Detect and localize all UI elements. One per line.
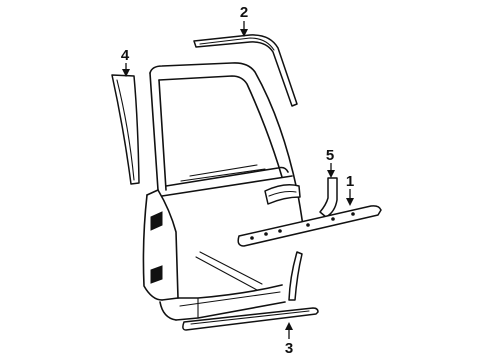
callout-4: 4 xyxy=(121,47,130,64)
callout-3: 3 xyxy=(285,340,293,357)
callout-5: 5 xyxy=(326,147,334,164)
part-1-side-molding xyxy=(237,205,382,247)
callout-leaders xyxy=(122,21,354,339)
door-shell xyxy=(142,62,304,321)
part-2-frame-molding xyxy=(193,34,298,107)
part-5-lower-molding xyxy=(288,177,338,301)
callout-1: 1 xyxy=(346,173,354,190)
part-3-lower-molding xyxy=(182,307,319,331)
part-4-pillar-applique xyxy=(111,74,140,185)
callout-2: 2 xyxy=(240,4,248,21)
